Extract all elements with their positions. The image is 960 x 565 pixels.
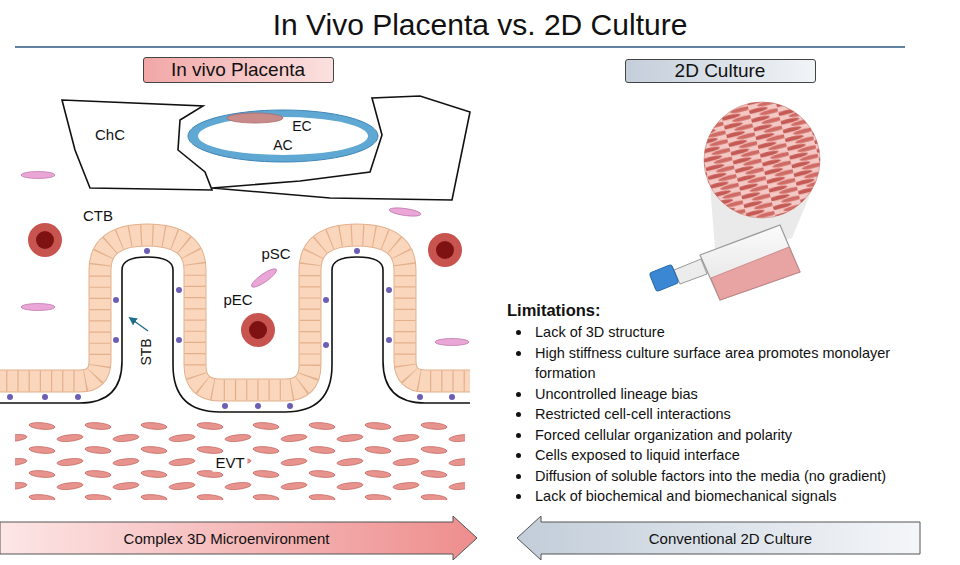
stromal-cell <box>389 206 422 217</box>
cell-label: CTB <box>83 208 113 225</box>
list-text: Lack of 3D structure <box>535 322 665 343</box>
cell-label: EVT <box>212 455 247 472</box>
nuclei <box>7 248 455 409</box>
list-text: Restricted cell-cell interactions <box>535 404 731 425</box>
list-text: Cells exposed to liquid interface <box>535 445 740 466</box>
bullet-dot <box>516 474 521 479</box>
cytotrophoblast-layer <box>0 235 470 390</box>
magnified-view <box>704 102 820 218</box>
list-item: Diffusion of soluble factors into the me… <box>507 466 917 487</box>
section-header: In vivo Placenta <box>143 57 334 83</box>
bullet-dot <box>516 392 521 397</box>
list-item: Lack of 3D structure <box>507 322 917 343</box>
arrow-outline <box>517 516 920 560</box>
syncytiotrophoblast-line <box>0 257 470 412</box>
amniotic-ring <box>188 110 378 162</box>
blood-cell-core <box>436 241 454 259</box>
region-label: AC <box>273 138 292 153</box>
list-text: High stiffness culture surface area prom… <box>535 343 917 384</box>
region-label: ChC <box>95 127 125 144</box>
node-text: In vivo Placenta <box>171 59 305 81</box>
bullet-dot <box>516 351 521 356</box>
list-item: Forced cellular organization and polarit… <box>507 425 917 446</box>
title-rule <box>15 46 905 48</box>
blood-cell-core <box>249 321 267 339</box>
cell-label: STB <box>139 338 154 365</box>
culture-medium <box>711 247 800 300</box>
node-text: Complex 3D Microenvironment <box>124 530 330 547</box>
list-heading: Limitations: <box>507 301 601 319</box>
bullet-dot <box>516 330 521 335</box>
list-item: High stiffness culture surface area prom… <box>507 343 917 384</box>
direction-arrow: Complex 3D Microenvironment <box>0 516 477 560</box>
monolayer-cells <box>704 102 820 218</box>
embryo-disc <box>227 113 283 123</box>
cell-label: pEC <box>223 292 252 309</box>
cell-label: pSC <box>261 246 290 263</box>
stromal-cell <box>21 304 55 311</box>
bullet-dot <box>516 453 521 458</box>
limitations-list: Lack of 3D structureHigh stiffness cultu… <box>507 322 917 507</box>
pointer-arrow <box>130 318 148 331</box>
arrow-outline <box>0 516 477 560</box>
blood-cell <box>428 233 462 267</box>
region-label: EC <box>292 119 311 134</box>
node-text: 2D Culture <box>675 60 766 82</box>
list-text: Forced cellular organization and polarit… <box>535 425 792 446</box>
chorionic-outline <box>62 100 212 190</box>
list-item: Lack of biochemical and biomechanical si… <box>507 486 917 507</box>
list-text: Diffusion of soluble factors into the me… <box>535 466 886 487</box>
flask-cap <box>649 264 679 292</box>
list-item: Cells exposed to liquid interface <box>507 445 917 466</box>
section-header: 2D Culture <box>625 59 816 83</box>
list-text: Lack of biochemical and biomechanical si… <box>535 486 836 507</box>
bullet-dot <box>516 494 521 499</box>
stromal-cell <box>249 266 278 290</box>
blood-cell <box>241 313 275 347</box>
title-text: In Vivo Placenta vs. 2D Culture <box>0 8 960 42</box>
flask-neck <box>674 259 707 284</box>
stromal-cell <box>21 172 55 179</box>
blood-cell-core <box>36 231 54 249</box>
extravillous-cells <box>15 420 465 500</box>
bullet-dot <box>516 433 521 438</box>
amniotic-cavity <box>198 117 368 155</box>
cytotrophoblast-cells <box>0 235 470 390</box>
cell-borders <box>0 235 470 390</box>
stromal-cell <box>435 339 469 346</box>
list-item: Uncontrolled lineage bias <box>507 384 917 405</box>
culture-flask <box>700 225 800 300</box>
direction-arrow: Conventional 2D Culture <box>517 516 920 560</box>
blood-cell <box>28 223 62 257</box>
bullet-dot <box>516 412 521 417</box>
node-text: Conventional 2D Culture <box>649 530 812 547</box>
list-text: Uncontrolled lineage bias <box>535 384 698 405</box>
list-item: Restricted cell-cell interactions <box>507 404 917 425</box>
